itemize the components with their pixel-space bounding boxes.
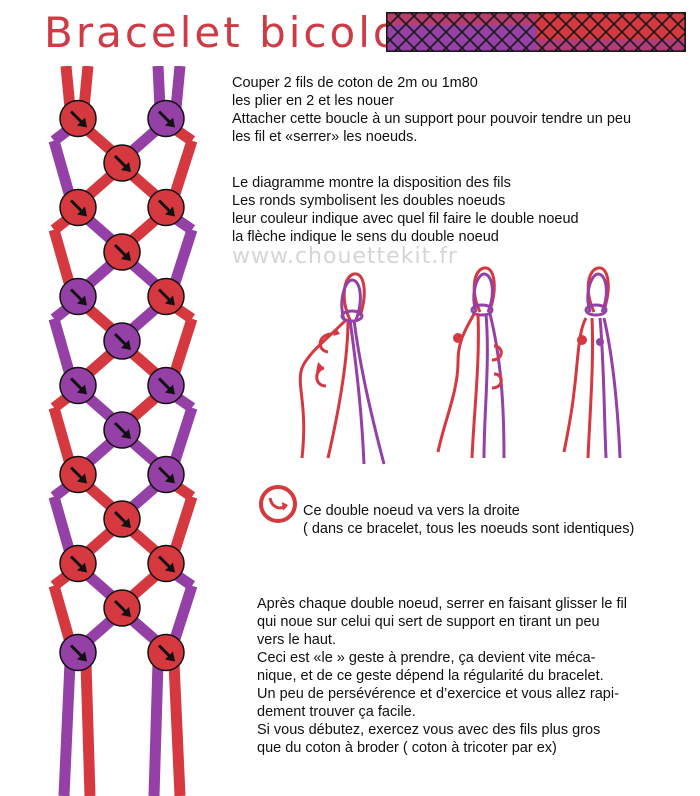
knot-illustration-step-2 <box>436 266 506 459</box>
strand-segment <box>126 124 162 158</box>
strand-segment <box>82 346 118 380</box>
strand-segment <box>48 228 76 288</box>
strand-segment <box>126 346 162 380</box>
diagram-explanation: Le diagramme montre la disposition des f… <box>232 175 579 245</box>
right-knot-icon <box>259 485 297 523</box>
knot-illustration-step-3 <box>562 266 622 459</box>
knot-11-2 <box>147 544 185 583</box>
arrow-head-icon <box>165 206 175 217</box>
arrow-head-icon <box>77 206 87 217</box>
page-title: Bracelet bicolore <box>44 8 450 57</box>
strand-segment <box>82 391 118 425</box>
strand-segment <box>126 480 162 514</box>
strand-segment <box>126 168 162 202</box>
arrow-head-icon <box>165 384 175 395</box>
legend-text: Ce double noeud va vers la droite ( dans… <box>303 503 635 537</box>
strand-segment <box>126 257 162 291</box>
arrow-head-icon <box>77 473 87 484</box>
strand-segment <box>48 406 76 466</box>
knot-9-0 <box>59 455 97 494</box>
strand-segment <box>82 168 118 202</box>
strand-segment <box>82 302 118 336</box>
knot-2-1 <box>103 144 141 182</box>
braid-diagram <box>48 66 198 796</box>
arrow-head-icon <box>165 473 175 484</box>
strand-segment <box>82 435 118 469</box>
strand-segment <box>48 317 76 377</box>
arrow-head-icon <box>165 651 175 662</box>
arrow-head-icon <box>165 295 175 306</box>
arrow-head-icon <box>77 562 87 573</box>
knot-7-2 <box>147 366 185 405</box>
strand-segment <box>168 228 198 288</box>
strand-segment <box>126 569 162 603</box>
knot-7-0 <box>59 366 97 405</box>
knot-13-2 <box>147 633 185 672</box>
watermark: www.chouettekit.fr <box>232 244 458 269</box>
knot-6-1 <box>103 322 141 360</box>
knot-13-0 <box>59 633 97 672</box>
strand-segment <box>82 569 118 603</box>
strand-segment <box>82 524 118 558</box>
strand-segment <box>148 662 164 796</box>
arrow-head-icon <box>77 651 87 662</box>
arrow-head-icon <box>121 518 131 528</box>
strand-segment <box>48 495 76 555</box>
strand-segment <box>82 480 118 514</box>
strand-segment <box>80 662 96 796</box>
knot-illustration-step-1 <box>298 272 386 465</box>
knot-12-1 <box>103 589 141 627</box>
arrow-head-icon <box>165 562 175 573</box>
strand-segment <box>168 495 198 555</box>
strand-segment <box>126 524 162 558</box>
strand-segment <box>168 317 198 377</box>
arrow-head-icon <box>121 340 131 350</box>
strand-segment <box>168 662 186 796</box>
arrow-head-icon <box>77 384 87 395</box>
knot-9-2 <box>147 455 185 494</box>
knot-4-1 <box>103 233 141 271</box>
strand-segment <box>126 302 162 336</box>
arrow-head-icon <box>121 251 131 261</box>
knot-5-2 <box>147 277 185 316</box>
strand-segment <box>126 435 162 469</box>
strand-segment <box>58 662 76 796</box>
strand-segment <box>168 406 198 466</box>
arrow-head-icon <box>121 162 131 172</box>
knot-5-0 <box>59 277 97 316</box>
strand-segment <box>60 66 76 109</box>
bracelet-preview <box>386 12 686 52</box>
strand-segment <box>170 66 186 109</box>
knot-3-0 <box>59 188 97 227</box>
knot-1-2 <box>147 99 185 138</box>
strand-segment <box>48 584 76 644</box>
strand-segment <box>126 391 162 425</box>
strand-segment <box>126 213 162 247</box>
strand-segment <box>82 213 118 247</box>
arrow-head-icon <box>121 607 131 617</box>
arrow-head-icon <box>77 117 87 128</box>
intro-instructions: Couper 2 fils de coton de 2m ou 1m80 les… <box>232 75 632 145</box>
arrow-head-icon <box>77 295 87 306</box>
strand-segment <box>168 584 198 644</box>
strand-segment <box>82 124 118 158</box>
strand-segment <box>48 139 76 199</box>
technique-advice: Après chaque double noeud, serrer en fai… <box>257 596 627 756</box>
knot-3-2 <box>147 188 185 227</box>
strand-segment <box>168 139 198 199</box>
knot-10-1 <box>103 500 141 538</box>
knot-1-0 <box>59 99 97 138</box>
strand-segment <box>82 257 118 291</box>
arrow-head-icon <box>121 429 131 439</box>
knot-11-0 <box>59 544 97 583</box>
strand-segment <box>82 613 118 647</box>
knot-8-1 <box>103 411 141 449</box>
strand-segment <box>126 613 162 647</box>
arrow-head-icon <box>165 117 175 128</box>
